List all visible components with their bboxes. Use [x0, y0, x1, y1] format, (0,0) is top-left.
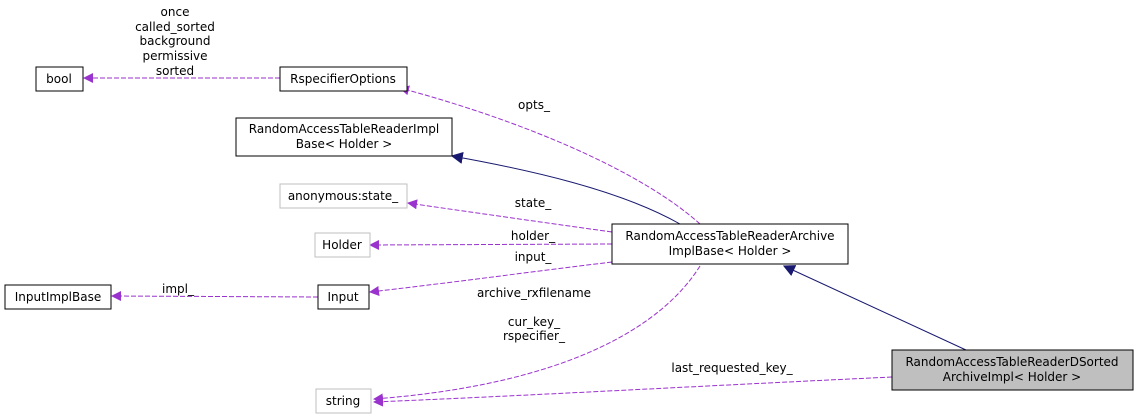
- edge-archive-to-string: [373, 265, 701, 404]
- edge-archive-to-input: [369, 261, 613, 296]
- edge-label-opts: opts_: [518, 98, 551, 112]
- edge-input-to-input-impl-base: [111, 291, 319, 302]
- edge-label-rspecifier: rspecifier_: [503, 329, 566, 343]
- node-archive-impl-base[interactable]: RandomAccessTableReaderArchive ImplBase<…: [611, 223, 849, 265]
- edge-label-input: input_: [515, 250, 553, 264]
- edge-archive-to-holder: [369, 239, 613, 250]
- node-archive-impl-base-label-line2: ImplBase< Holder >: [669, 244, 792, 258]
- node-dsorted-archive-impl[interactable]: RandomAccessTableReaderDSorted ArchiveIm…: [891, 349, 1134, 391]
- edge-label-permissive: permissive: [142, 49, 207, 63]
- node-anonymous-state-label: anonymous:state_: [288, 189, 399, 203]
- edge-dsorted-inherits-archive: [782, 265, 967, 351]
- node-holder-label: Holder: [322, 238, 362, 252]
- node-impl-base-label-line2: Base< Holder >: [296, 137, 393, 151]
- edge-label-background: background: [140, 34, 211, 48]
- node-string-label: string: [326, 394, 360, 408]
- node-input-impl-base[interactable]: InputImplBase: [4, 284, 112, 310]
- edge-label-once: once: [161, 5, 190, 19]
- node-bool[interactable]: bool: [35, 66, 84, 92]
- node-impl-base[interactable]: RandomAccessTableReaderImpl Base< Holder…: [235, 117, 453, 157]
- node-dsorted-label-line1: RandomAccessTableReaderDSorted: [905, 355, 1118, 369]
- node-input-impl-base-label: InputImplBase: [15, 290, 101, 304]
- node-string[interactable]: string: [315, 388, 372, 414]
- node-archive-impl-base-label-line1: RandomAccessTableReaderArchive: [625, 229, 834, 243]
- node-input[interactable]: Input: [317, 284, 370, 310]
- edge-label-archive-rxfilename: archive_rxfilename: [477, 286, 591, 300]
- edge-label-called-sorted: called_sorted: [135, 20, 215, 34]
- node-dsorted-label-line2: ArchiveImpl< Holder >: [943, 370, 1081, 384]
- edge-archive-inherits-impl-base: [450, 152, 681, 225]
- bool-member-labels: once called_sorted background permissive…: [135, 5, 215, 78]
- edge-label-cur-key: cur_key_: [508, 315, 561, 329]
- edge-label-holder: holder_: [511, 229, 556, 243]
- string-member-labels: archive_rxfilename cur_key_ rspecifier_: [477, 286, 591, 343]
- node-rspecifier-options[interactable]: RspecifierOptions: [279, 66, 408, 92]
- node-bool-label: bool: [46, 72, 72, 86]
- edge-archive-to-rspecifier-options: [399, 85, 701, 225]
- edge-label-sorted: sorted: [156, 64, 194, 78]
- node-impl-base-label-line1: RandomAccessTableReaderImpl: [249, 122, 439, 136]
- edge-label-last-requested-key: last_requested_key_: [671, 361, 793, 375]
- node-holder[interactable]: Holder: [314, 232, 371, 258]
- edge-label-impl: impl_: [162, 282, 195, 296]
- node-rspecifier-options-label: RspecifierOptions: [290, 72, 396, 86]
- edge-archive-to-anon-state: [407, 199, 613, 233]
- node-input-label: Input: [327, 290, 358, 304]
- edge-label-state: state_: [515, 196, 552, 210]
- edge-dsorted-to-string: [373, 376, 893, 407]
- node-anonymous-state[interactable]: anonymous:state_: [279, 183, 408, 209]
